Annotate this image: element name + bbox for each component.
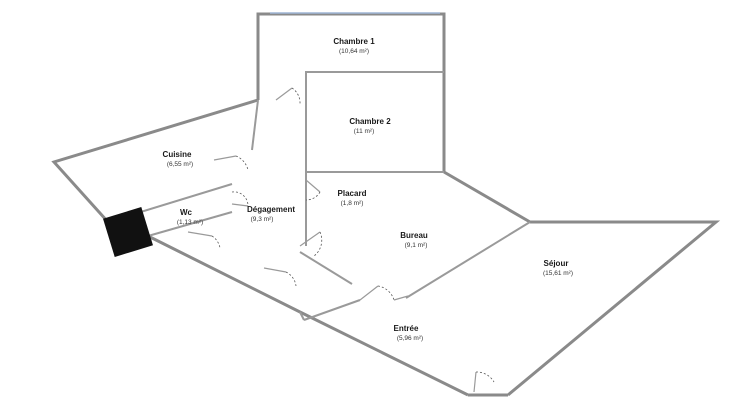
room-name-bureau: Bureau (400, 231, 428, 240)
wall-degagement-left (251, 99, 259, 151)
wall-chambre-1 (256, 12, 446, 172)
wall-wc-bottom (147, 211, 233, 237)
door-entree-bureau (359, 285, 395, 301)
room-area-chambre-2: (11 m²) (354, 128, 374, 135)
door-cuisine (213, 155, 249, 171)
door-entree-sejour (393, 295, 409, 301)
wall-entree-top (303, 299, 361, 321)
room-area-cuisine: (6,55 m²) (167, 161, 193, 168)
room-name-wc: Wc (180, 208, 193, 217)
room-name-entree: Entrée (394, 324, 419, 333)
inner-walls (107, 71, 531, 321)
wall-cuisine-top (51, 98, 259, 224)
wall-bureau-sejour (405, 221, 531, 299)
wall-bottom-left (147, 234, 469, 397)
wall-sejour (507, 220, 721, 397)
room-area-entree: (5,96 m²) (397, 335, 423, 342)
door-degagement (187, 231, 221, 249)
room-labels: Chambre 1 (10,64 m²) Chambre 2 (11 m²) C… (163, 37, 573, 342)
wall-bureau-top (443, 170, 531, 224)
door-corridor (263, 267, 297, 287)
wall-entree-left (299, 311, 305, 321)
doors (187, 87, 495, 393)
room-area-sejour: (15,61 m²) (543, 270, 573, 277)
fixture-block (103, 207, 153, 257)
door-front (473, 371, 495, 393)
door-chambre-1 (275, 87, 301, 105)
room-name-chambre-1: Chambre 1 (333, 37, 375, 46)
room-name-cuisine: Cuisine (163, 150, 192, 159)
room-area-degagement: (9,3 m²) (251, 216, 274, 223)
room-area-placard: (1,8 m²) (341, 200, 364, 207)
door-wc (231, 191, 249, 207)
wall-bureau-left (299, 251, 353, 285)
room-name-degagement: Dégagement (247, 205, 295, 214)
wall-chambre-2 (305, 71, 444, 172)
door-placard (305, 179, 321, 201)
room-name-sejour: Séjour (544, 259, 569, 268)
room-area-chambre-1: (10,64 m²) (339, 48, 369, 55)
room-name-chambre-2: Chambre 2 (349, 117, 391, 126)
door-bureau (299, 231, 323, 257)
room-area-bureau: (9,1 m²) (405, 242, 428, 249)
room-name-placard: Placard (338, 189, 367, 198)
room-area-wc: (1,13 m²) (177, 219, 203, 226)
